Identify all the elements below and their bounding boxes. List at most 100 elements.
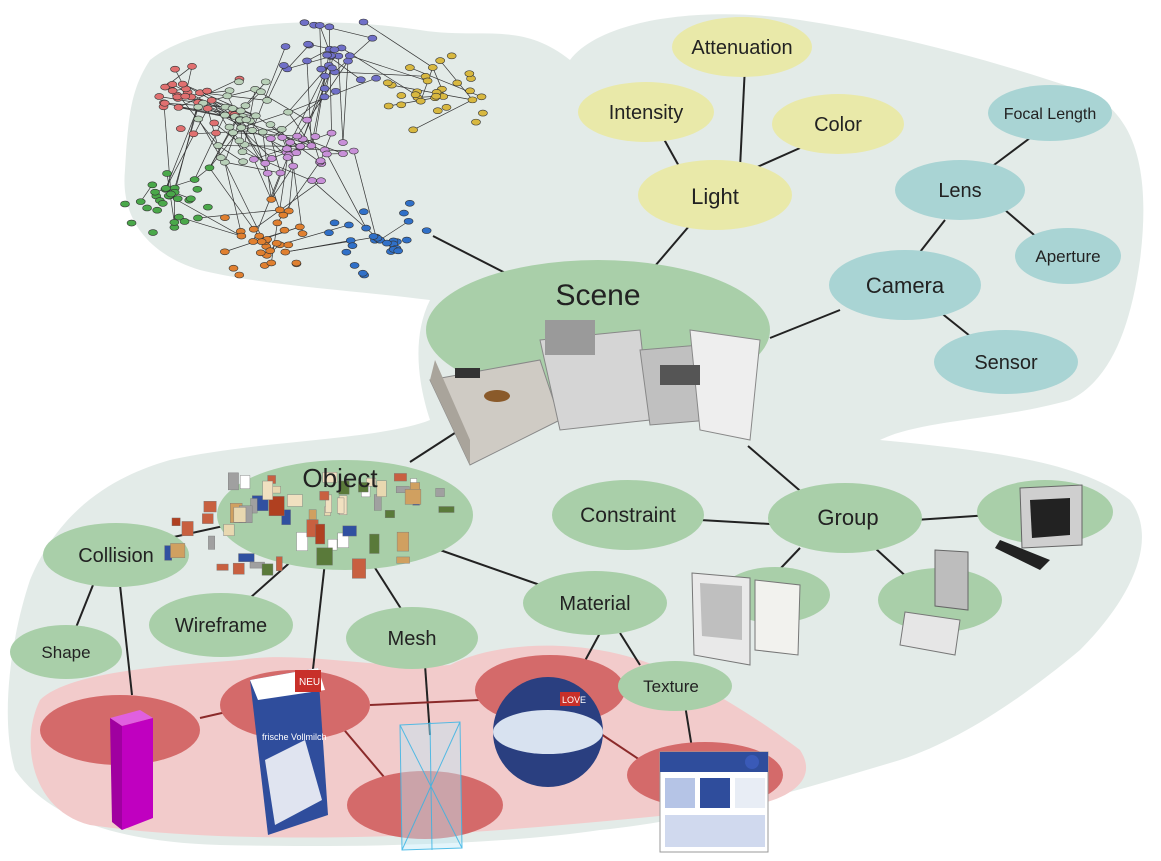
intensity-label: Intensity <box>609 102 683 124</box>
graph-node <box>302 116 312 124</box>
focal-length-label: Focal Length <box>1004 106 1097 123</box>
graph-node <box>175 125 186 132</box>
graph-node <box>292 132 303 140</box>
graph-node <box>154 93 165 100</box>
intensity-node <box>578 82 714 142</box>
aperture-label: Aperture <box>1035 247 1100 266</box>
graph-node <box>316 65 327 73</box>
graph-node <box>158 200 168 207</box>
collision-node <box>43 523 189 587</box>
graph-node <box>173 104 184 111</box>
graph-node <box>234 271 245 279</box>
graph-node <box>330 87 341 95</box>
graph-node <box>248 238 258 245</box>
object-thumbnail <box>338 480 350 495</box>
graph-node <box>167 87 178 95</box>
object-thumbnail <box>276 556 283 571</box>
graph-node <box>401 236 412 244</box>
object-thumbnail <box>203 501 217 513</box>
light-node <box>638 160 792 230</box>
graph-node <box>358 269 368 277</box>
graph-node <box>166 190 176 198</box>
graph-node <box>236 124 247 131</box>
graph-edge <box>270 165 294 200</box>
graph-edge <box>163 102 172 195</box>
graph-edge <box>288 77 377 113</box>
graph-node <box>329 219 340 227</box>
graph-node <box>403 217 414 225</box>
graph-node <box>282 145 292 153</box>
object-thumbnail <box>404 489 422 505</box>
graph-node <box>255 249 266 257</box>
graph-node <box>303 40 313 48</box>
graph-node <box>220 111 230 119</box>
object-thumbnail <box>322 472 338 483</box>
mesh-wireframe-image <box>399 721 463 851</box>
graph-edge <box>244 89 256 145</box>
graph-node <box>465 87 475 95</box>
sensor-node <box>934 330 1078 394</box>
constraint-node <box>552 480 704 550</box>
graph-node <box>327 64 337 72</box>
graph-edge <box>413 99 473 131</box>
graph-node <box>211 129 221 137</box>
graph-node <box>471 118 481 126</box>
object-thumbnail <box>337 497 345 514</box>
graph-node <box>404 199 415 207</box>
graph-node <box>193 214 203 222</box>
graph-edge <box>287 65 330 113</box>
graph-node <box>431 92 441 100</box>
graph-edge <box>363 21 433 68</box>
object-thumbnail <box>202 513 214 524</box>
graph-node <box>256 238 267 245</box>
graph-edge <box>353 150 377 238</box>
graph-edge <box>217 145 244 162</box>
graph-edge <box>326 153 367 229</box>
graph-edge <box>349 55 428 82</box>
object-thumbnail <box>232 562 245 575</box>
graph-node <box>206 97 217 104</box>
graph-node <box>295 223 305 231</box>
graph-node <box>279 226 290 234</box>
graph-node <box>284 207 294 215</box>
graph-node <box>227 105 238 112</box>
camera-nodes <box>829 85 1121 394</box>
graph-node <box>177 80 188 88</box>
graph-node <box>169 219 180 226</box>
graph-node <box>415 97 426 105</box>
graph-node <box>295 143 306 150</box>
graph-node <box>192 186 203 193</box>
object-thumbnail <box>170 543 186 558</box>
mesh-label-node <box>346 607 478 669</box>
graph-node <box>260 78 271 86</box>
graph-node <box>234 78 244 86</box>
graph-node <box>396 92 407 99</box>
graph-node <box>275 169 286 177</box>
graph-edge <box>224 162 267 247</box>
graph-node <box>324 229 334 237</box>
graph-node <box>152 206 163 214</box>
object-thumbnail <box>396 556 410 564</box>
graph-edge <box>224 162 242 232</box>
graph-node <box>393 247 403 255</box>
graph-node <box>188 130 199 138</box>
graph-node <box>441 104 452 111</box>
scene-label: Scene <box>555 279 640 312</box>
graph-node <box>280 248 291 256</box>
focal-length-node <box>988 85 1112 141</box>
mesh-node <box>347 771 503 839</box>
graph-node <box>266 259 277 267</box>
graph-node <box>266 155 277 162</box>
graph-node <box>347 242 358 249</box>
graph-node <box>265 247 275 255</box>
graph-edge <box>279 157 288 210</box>
color-label: Color <box>814 114 862 136</box>
graph-node <box>405 64 415 71</box>
milk-carton-image: NEU frische Vollmilch <box>250 668 328 835</box>
graph-node <box>147 181 158 189</box>
graph-node <box>396 101 407 109</box>
object-thumbnail <box>396 531 410 552</box>
graph-node <box>382 79 393 87</box>
graph-node <box>408 126 418 134</box>
graph-edge <box>432 67 443 90</box>
